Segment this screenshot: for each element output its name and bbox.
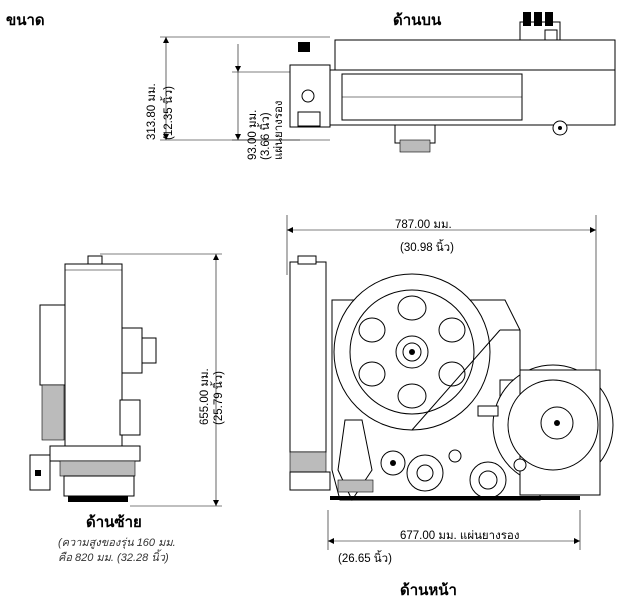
top-overall-dim-mm: 313.80 มม. xyxy=(146,83,158,140)
front-base-dim-mm: 677.00 มม. แผ่นยางรอง xyxy=(400,530,520,542)
left-view-note-line2: คือ 820 มม. (32.28 นิ้ว) xyxy=(58,552,169,564)
front-width-dim-in: (30.98 นิ้ว) xyxy=(400,242,454,254)
left-view-note-line1: (ความสูงของรุ่น 160 มม. xyxy=(58,537,176,549)
top-view-drawing xyxy=(160,12,616,153)
top-overall-dim-in: (12.35 นิ้ว) xyxy=(163,86,175,140)
left-view-label: ด้านซ้าย xyxy=(86,513,142,531)
left-view-drawing xyxy=(29,253,222,507)
page-title: ขนาด xyxy=(6,11,45,29)
front-view-label: ด้านหน้า xyxy=(400,581,457,599)
front-base-dim-in: (26.65 นิ้ว) xyxy=(338,553,392,565)
top-view-label: ด้านบน xyxy=(393,11,442,29)
front-width-dim-mm: 787.00 มม. xyxy=(395,219,452,231)
top-plate-dim-label: แผ่นยางรอง xyxy=(273,100,285,160)
front-view-drawing xyxy=(286,215,614,550)
left-height-dim-in: (25.79 นิ้ว) xyxy=(213,371,225,425)
